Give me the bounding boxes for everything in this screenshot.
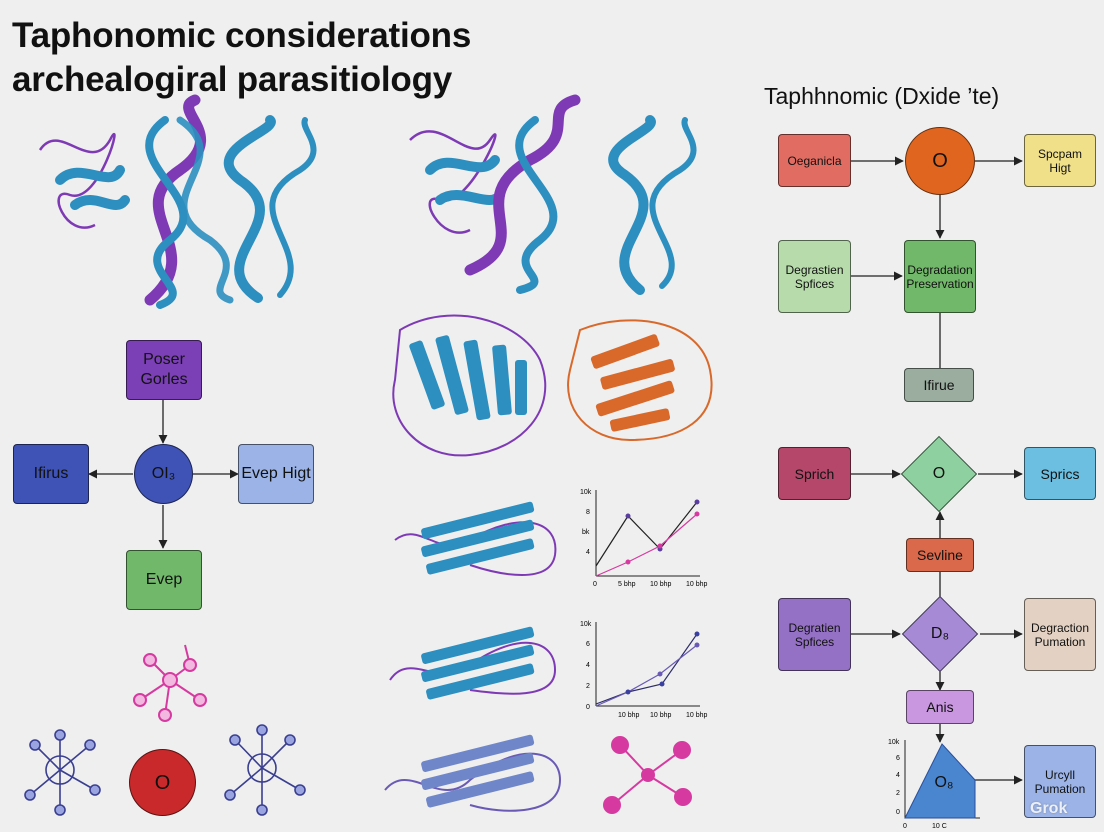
mini-chart-2-ytick: 0	[586, 704, 590, 711]
right-flow-node-degrastien-spfices: Degrastien Spfices	[778, 240, 851, 313]
mini-chart-1-ytick: 10k	[580, 489, 592, 496]
mini-chart-3-ytick: 2	[896, 790, 900, 797]
mini-chart-3-xtick: 0	[903, 823, 907, 830]
mini-chart-3-xtick: 10 C	[932, 823, 947, 830]
mini-chart-2-series-violet	[595, 644, 698, 707]
bottom-red-circle-node: O	[129, 749, 196, 816]
main-title: Taphonomic considerations archealogiral …	[12, 14, 471, 102]
left-flow-left-node: Ifirus	[13, 444, 89, 504]
right-flow-decision-o-green-label: O	[932, 465, 946, 482]
flowchart-title: Taphhnomic (Dxide ’te)	[764, 83, 1000, 109]
mini-chart-3-area	[904, 743, 976, 819]
right-flow-node-degratien-spfices: Degratien Spfices	[778, 598, 851, 671]
protein-structure-orange	[567, 319, 713, 442]
mini-chart-3: 10k 6 4 2 0 0 10 C	[888, 739, 980, 830]
right-flow-node-sevline: Sevline	[906, 538, 974, 572]
mini-chart-3-ytick: 0	[896, 809, 900, 816]
right-flow-node-anis: Anis	[906, 690, 974, 724]
protein-structure-sheet-1	[394, 501, 557, 576]
left-flow-connectors	[88, 400, 239, 549]
mini-chart-2-ytick: 2	[586, 683, 590, 690]
left-flow-center-node: OI₃	[134, 444, 193, 504]
left-flow-right-node: Evep Higt	[238, 444, 314, 504]
right-flow-node-degradation-preservation: Degradation Preservation	[904, 240, 976, 313]
mini-chart-1: 10k 8 bk 4 0 5 bhp 10 bhp 10 bhp	[580, 489, 708, 588]
main-title-line-1: Taphonomic considerations	[12, 16, 472, 55]
left-flow-top-node: Poser Gorles	[126, 340, 202, 400]
right-flow-node-sprics: Sprics	[1024, 447, 1096, 500]
mini-chart-3-ytick: 6	[896, 755, 900, 762]
mini-chart-3-ytick: 10k	[888, 739, 900, 746]
molecule-blue-right	[224, 724, 306, 816]
mini-chart-2-series-dark	[595, 633, 698, 705]
molecule-pink	[133, 644, 207, 722]
mini-chart-1-series-dark	[595, 501, 698, 567]
right-flow-node-sprich: Sprich	[778, 447, 851, 500]
right-flow-node-o-orange: O	[905, 127, 975, 195]
mini-chart-2: 10k 6 4 2 0 10 bhp 10 bhp 10 bhp	[580, 621, 708, 719]
mini-chart-2-xtick: 10 bhp	[686, 712, 708, 719]
dna-helix-illustration-1	[38, 94, 317, 309]
right-flow-decision-o-green: O	[900, 435, 978, 513]
right-flow-decision-d8: D₈	[900, 595, 980, 673]
mini-chart-2-ytick: 6	[586, 641, 590, 648]
molecule-magenta-cluster	[603, 736, 692, 814]
grok-watermark: Grok	[1030, 800, 1068, 817]
main-title-line-2: archealogiral parasitiology	[12, 60, 453, 99]
mini-chart-1-xtick: 10 bhp	[650, 581, 672, 588]
right-flow-node-ifirue: Ifirue	[904, 368, 974, 402]
protein-structure-sheet-2	[389, 626, 557, 700]
mini-chart-2-xtick: 10 bhp	[618, 712, 640, 719]
right-flow-node-degraction-pumation: Degraction Pumation	[1024, 598, 1096, 671]
mini-chart-1-ytick: 4	[586, 549, 590, 556]
right-flow-node-spcpam-higt: Spcpam Higt	[1024, 134, 1096, 187]
mini-chart-2-ytick: 4	[586, 662, 590, 669]
protein-structure-blue	[392, 314, 547, 457]
right-flow-node-urcyll-pumation: Urcyll Pumation	[1024, 745, 1096, 818]
mini-chart-1-ytick: bk	[582, 529, 590, 536]
mini-chart-2-xtick: 10 bhp	[650, 712, 672, 719]
mini-chart-1-ytick: 8	[586, 509, 590, 516]
protein-structure-sheet-3	[384, 734, 562, 812]
dna-helix-illustration-2	[409, 94, 697, 295]
mini-chart-2-ytick: 10k	[580, 621, 592, 628]
left-flow-bottom-node: Evep	[126, 550, 202, 610]
mini-chart-3-ytick: 4	[896, 772, 900, 779]
mini-chart-1-xtick: 10 bhp	[686, 581, 708, 588]
right-flow-node-oeganicla: Oeganicla	[778, 134, 851, 187]
right-flow-node-o8: O₈	[934, 774, 954, 791]
mini-chart-1-series-pink	[595, 513, 698, 577]
molecule-blue-left	[24, 729, 101, 816]
mini-chart-1-xtick: 0	[593, 581, 597, 588]
mini-chart-1-xtick: 5 bhp	[618, 581, 636, 588]
right-flow-decision-d8-label: D₈	[930, 625, 950, 642]
right-flow-connectors	[851, 156, 1023, 785]
